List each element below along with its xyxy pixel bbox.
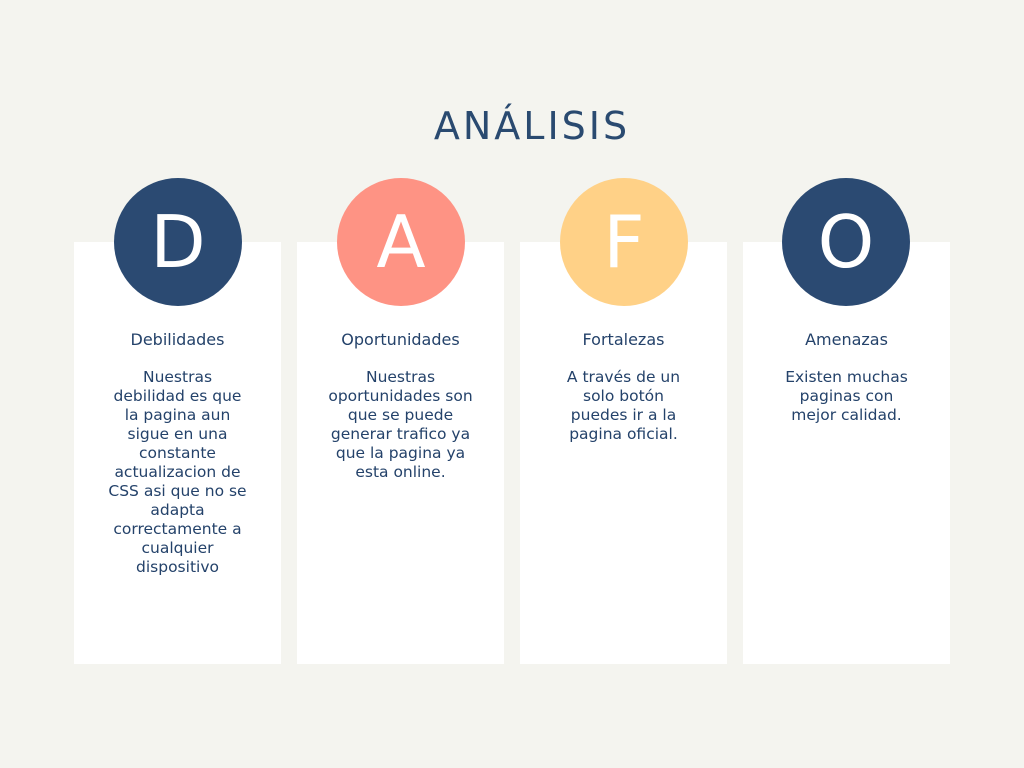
card-label: Debilidades bbox=[130, 330, 225, 349]
card-text: Nuestras oportunidades son que se puede … bbox=[328, 368, 473, 481]
card-fortalezas: Fortalezas A través de un solo botón pue… bbox=[520, 242, 727, 664]
card-text: Existen muchas paginas con mejor calidad… bbox=[785, 368, 908, 424]
card-label: Amenazas bbox=[805, 330, 888, 349]
letter-circle-a: A bbox=[337, 178, 465, 306]
letter-circle-d: D bbox=[114, 178, 242, 306]
card-text: Nuestras debilidad es que la pagina aun … bbox=[108, 368, 247, 576]
card-oportunidades: Oportunidades Nuestras oportunidades son… bbox=[297, 242, 504, 664]
letter-circle-o: O bbox=[782, 178, 910, 306]
card-label: Fortalezas bbox=[582, 330, 665, 349]
card-label: Oportunidades bbox=[341, 330, 460, 349]
page-title: ANÁLISIS bbox=[433, 104, 631, 148]
letter-circle-f: F bbox=[560, 178, 688, 306]
card-debilidades: Debilidades Nuestras debilidad es que la… bbox=[74, 242, 281, 664]
card-amenazas: Amenazas Existen muchas paginas con mejo… bbox=[743, 242, 950, 664]
card-text: A través de un solo botón puedes ir a la… bbox=[566, 368, 681, 443]
